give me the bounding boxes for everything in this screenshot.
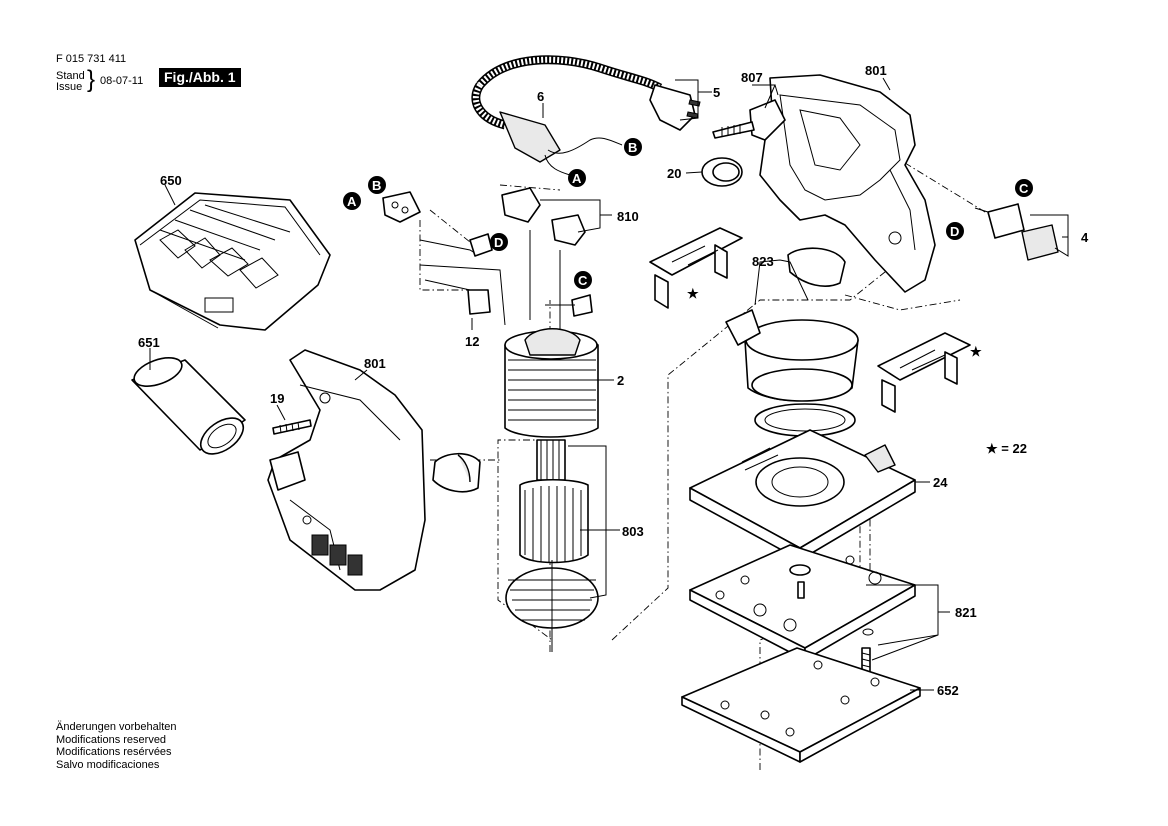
housing-half-left bbox=[267, 349, 426, 591]
label-4: 4 bbox=[1081, 230, 1089, 245]
stand-label: Stand bbox=[56, 70, 85, 82]
label-star-22: ★ = 22 bbox=[986, 441, 1027, 456]
label-810: 810 bbox=[617, 209, 639, 224]
connector-markers: B A B A D C C D bbox=[343, 138, 1033, 289]
armature-803 bbox=[505, 439, 599, 652]
marker-c-terminal: C bbox=[578, 273, 588, 288]
brace-icon: } bbox=[87, 66, 96, 93]
star-marker-left: ★ bbox=[687, 286, 699, 301]
figure-label: Fig./Abb. 1 bbox=[159, 68, 241, 87]
guide-rail-left bbox=[649, 227, 743, 309]
issue-label: Issue bbox=[56, 81, 83, 93]
marker-b-terminal: B bbox=[372, 178, 381, 193]
power-cord bbox=[471, 55, 701, 176]
note-es: Salvo modificaciones bbox=[56, 758, 160, 771]
housing-half-top bbox=[759, 74, 936, 293]
terminal-block bbox=[382, 187, 593, 330]
marker-a-cord: A bbox=[572, 171, 582, 186]
note-fr: Modifications resérvées bbox=[56, 746, 172, 758]
label-821: 821 bbox=[955, 605, 977, 620]
cord-clamp-807 bbox=[712, 99, 786, 141]
note-de: Änderungen vorbehalten bbox=[56, 721, 177, 733]
doc-number: F 015 731 411 bbox=[56, 53, 127, 65]
guide-rail-right bbox=[877, 332, 971, 413]
marker-d-switch: D bbox=[950, 224, 959, 239]
fan-housing-823 bbox=[725, 247, 859, 437]
label-5: 5 bbox=[713, 85, 720, 100]
marker-c-switch: C bbox=[1019, 181, 1029, 196]
label-2: 2 bbox=[617, 373, 624, 388]
label-6: 6 bbox=[537, 89, 544, 104]
sanding-sheet-652 bbox=[681, 647, 921, 763]
issue-date: 08-07-11 bbox=[100, 75, 144, 87]
screw-19 bbox=[272, 419, 312, 435]
marker-d-terminal: D bbox=[494, 235, 503, 250]
label-801-top: 801 bbox=[865, 63, 887, 78]
label-801-left: 801 bbox=[364, 356, 386, 371]
dust-box-650 bbox=[134, 192, 331, 331]
label-650: 650 bbox=[160, 173, 182, 188]
label-24: 24 bbox=[933, 475, 948, 490]
modification-notes: Änderungen vorbehalten Modifications res… bbox=[56, 721, 176, 771]
label-803: 803 bbox=[622, 524, 644, 539]
switch-4 bbox=[974, 203, 1059, 261]
guide-bracket-left bbox=[432, 452, 481, 493]
label-807: 807 bbox=[741, 70, 763, 85]
pad-screws bbox=[861, 628, 874, 673]
marker-b-cord: B bbox=[628, 140, 637, 155]
adapter-651 bbox=[131, 357, 246, 455]
base-plate-24 bbox=[689, 429, 916, 561]
label-652: 652 bbox=[937, 683, 959, 698]
leader-lines bbox=[149, 77, 1069, 691]
sanding-pad-821 bbox=[689, 544, 916, 661]
ring-20 bbox=[701, 157, 743, 187]
part-labels: 6 5 807 801 20 650 810 4 823 12 651 801 … bbox=[138, 63, 1089, 698]
marker-a-terminal: A bbox=[347, 194, 357, 209]
stator-field bbox=[504, 328, 599, 438]
label-19: 19 bbox=[270, 391, 284, 406]
note-en: Modifications reserved bbox=[56, 733, 167, 746]
label-823: 823 bbox=[752, 254, 774, 269]
label-20: 20 bbox=[667, 166, 681, 181]
label-651: 651 bbox=[138, 335, 160, 350]
star-marker-right: ★ bbox=[970, 344, 982, 359]
label-12: 12 bbox=[465, 334, 479, 349]
